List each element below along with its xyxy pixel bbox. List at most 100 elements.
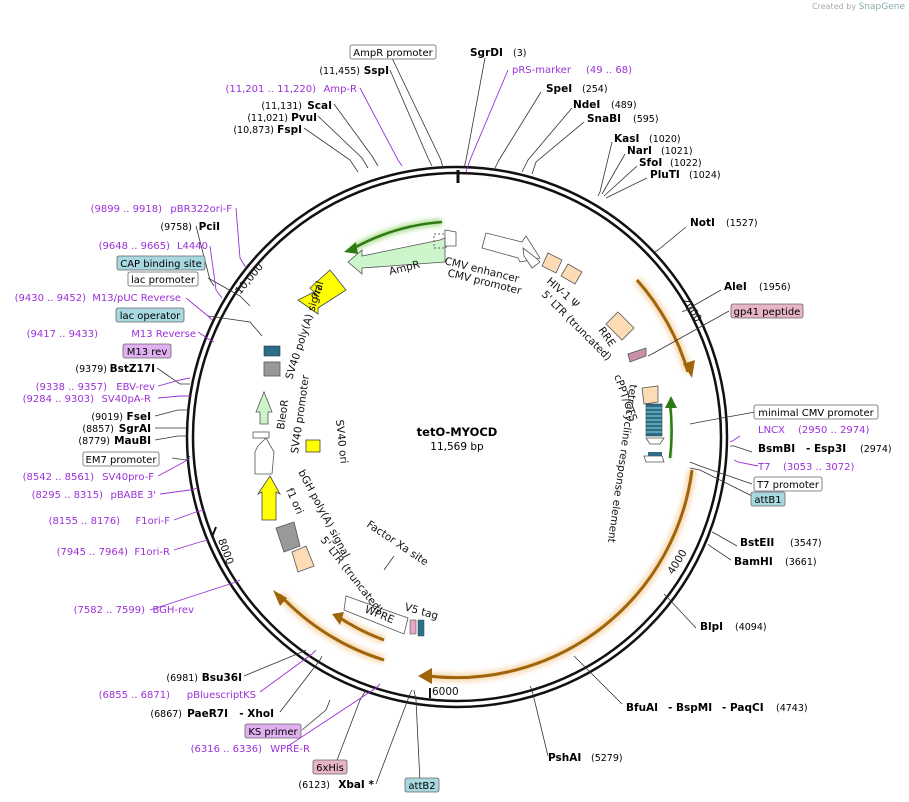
gp41-label: gp41 peptide <box>734 307 801 318</box>
green-arrow-1-head <box>344 242 358 254</box>
site-paqci-pos: (4743) <box>776 703 808 714</box>
cap-site-label: CAP binding site <box>120 259 202 270</box>
ori-arrow <box>297 269 347 315</box>
primer-f1orif-range: (8155 .. 8176) <box>49 516 121 527</box>
sv40pa-block <box>263 361 281 377</box>
orange-arrows <box>273 277 697 684</box>
primer-ebv-name: EBV-rev <box>116 382 155 393</box>
site-spei-name: SpeI <box>546 83 572 95</box>
site-paqci-name: - PaqCI <box>722 702 764 714</box>
site-bstz17i-pos: (9379) <box>75 364 107 375</box>
primer-f1orif-name: F1ori-F <box>136 516 171 527</box>
lac-operator-box <box>115 307 185 323</box>
backbone-outer-ring <box>185 165 729 709</box>
feature-label-factorxa: Factor Xa site <box>364 519 430 569</box>
primer-sv40pro-name: SV40pro-F <box>102 472 154 483</box>
lac-region-block <box>263 345 281 357</box>
primer-m13rev-name: M13 Reverse <box>131 329 196 340</box>
primer-t7-range: (3053 .. 3072) <box>783 462 855 473</box>
attb1-box <box>750 491 786 507</box>
sv40-ori-block <box>305 439 321 453</box>
t7-promoter-label: T7 promoter <box>756 480 820 491</box>
lac-promoter-label: lac promoter <box>131 275 196 286</box>
green-arrow-1 <box>353 220 443 250</box>
site-bsu36i-pos: (6981) <box>166 673 198 684</box>
site-sgrai-name: SgrAI <box>119 423 151 435</box>
tick-8000-mark <box>211 526 217 538</box>
site-bsteii-pos: (3547) <box>790 538 822 549</box>
feature-label-tre: tetracycline response element <box>605 384 639 544</box>
primer-t7-name: T7 <box>757 462 770 473</box>
site-paer7i-name: PaeR7I <box>187 708 228 720</box>
site-snabi-name: SnaBI <box>587 113 621 125</box>
site-paer7i-pos: (6867) <box>150 709 182 720</box>
site-pshai-name: PshAI <box>548 752 581 764</box>
m13rev-box <box>122 343 172 359</box>
his6-label: 6xHis <box>316 763 344 774</box>
primer-f1orir-range: (7945 .. 7964) <box>57 547 129 558</box>
site-sfoi-pos: (1022) <box>670 158 702 169</box>
snapgene-credit: Created by SnapGene <box>812 2 905 12</box>
tre-stripes <box>646 407 662 433</box>
primer-pbr322-name: pBR322ori-F <box>170 204 232 215</box>
m13rev-label: M13 rev <box>127 347 168 358</box>
factorxa-leader <box>383 555 395 571</box>
site-fspi-pos: (10,873) <box>233 125 274 136</box>
em7-box <box>82 451 160 467</box>
primer-sv40pa-name: SV40pA-R <box>102 394 151 405</box>
site-kasi-name: KasI <box>614 133 639 145</box>
site-ndei-pos: (489) <box>611 100 637 111</box>
site-sspi-pos: (11,455) <box>319 66 360 77</box>
primer-lncx-range: (2950 .. 2974) <box>798 425 870 436</box>
site-pcii-pos: (9758) <box>160 222 192 233</box>
site-maubi-name: MauBI <box>114 435 151 447</box>
cmv-promoter-arrow <box>522 247 541 269</box>
credit-brand: SnapGene <box>858 2 905 12</box>
site-maubi-pos: (8779) <box>78 436 110 447</box>
plasmid-length: 11,569 bp <box>430 441 484 453</box>
attb1-label: attB1 <box>754 495 781 506</box>
cap-site-box <box>116 255 206 271</box>
site-bamhi-name: BamHI <box>734 556 773 568</box>
primer-l4440-range: (9648 .. 9665) <box>99 241 171 252</box>
cppt-block <box>641 385 659 405</box>
em7-label: EM7 promoter <box>86 455 158 466</box>
site-xbai-pos: (6123) <box>298 780 330 791</box>
site-sspi-name: SspI <box>364 65 389 77</box>
primer-pbabe-name: pBABE 3' <box>110 490 156 501</box>
site-bspmi-name: - BspMI <box>668 702 712 714</box>
lac-operator-label: lac operator <box>120 311 181 322</box>
feature-label-f1ori: f1 ori <box>283 486 305 516</box>
feature-label-sv40pa: SV40 poly(A) signal <box>283 280 326 381</box>
site-nari-pos: (1021) <box>661 146 693 157</box>
primer-ampr-name: Amp-R <box>324 84 358 95</box>
site-ndei-name: NdeI <box>573 99 600 111</box>
em7-arrow <box>252 431 270 439</box>
site-pvui-pos: (11,021) <box>247 113 288 124</box>
ks-primer-label: KS primer <box>248 727 298 738</box>
primer-pbluescript-name: pBluescriptKS <box>187 690 256 701</box>
center-title: tetO-MYOCD 11,569 bp <box>417 425 498 453</box>
primer-leader-lines <box>149 69 759 747</box>
site-bsteii-name: BstEII <box>740 537 774 549</box>
site-alei-name: AleI <box>724 281 747 293</box>
site-pshai-pos: (5279) <box>591 753 623 764</box>
primer-l4440-name: L4440 <box>177 241 208 252</box>
site-bfuai-name: BfuAI <box>626 702 658 714</box>
orange-arrow-1 <box>635 279 690 373</box>
restriction-sites-left: XbaI * (6123) PaeR7I - XhoI (6867) Bsu36… <box>75 65 389 791</box>
green-arrows <box>344 218 677 459</box>
site-fsei-pos: (9019) <box>91 412 123 423</box>
site-snabi-pos: (595) <box>633 114 659 125</box>
backbone <box>185 165 729 709</box>
site-blpi-pos: (4094) <box>735 622 767 633</box>
bgh-block <box>275 521 301 553</box>
site-sgrai-pos: (8857) <box>82 424 114 435</box>
feature-blocks <box>252 229 665 637</box>
orange-arrow-4-head <box>332 612 344 625</box>
t7-promoter-box <box>753 476 823 492</box>
gp41-box <box>730 303 804 319</box>
ampr-arrow <box>347 237 446 275</box>
attb2-box <box>404 777 440 793</box>
orange-arrow-3 <box>278 593 385 662</box>
